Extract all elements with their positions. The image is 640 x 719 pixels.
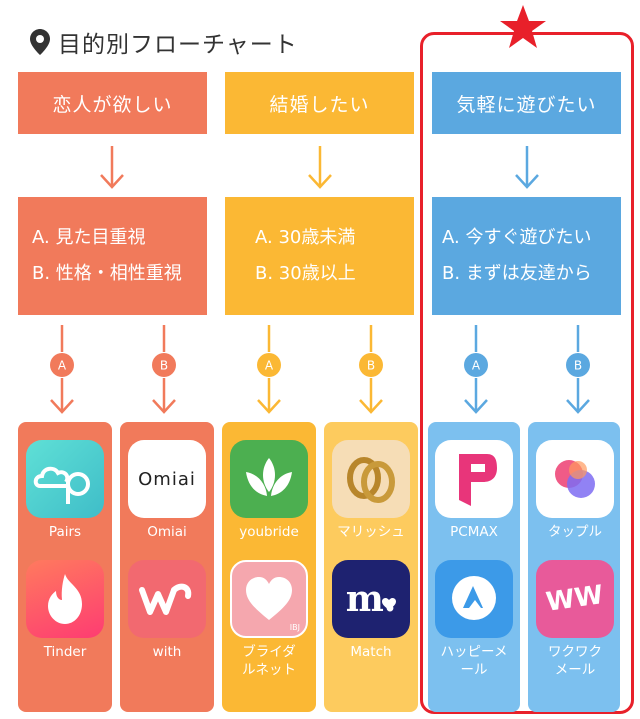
badge-a	[464, 353, 488, 377]
app-name: Omiai	[147, 524, 187, 540]
arrow-down-icon	[515, 146, 539, 189]
badge-b-label: B	[367, 359, 375, 373]
condition-a: A. 30歳未満	[255, 227, 356, 248]
arrow-down-icon	[308, 146, 332, 189]
app-with[interactable]: with	[128, 560, 206, 661]
match-icon: m.	[332, 560, 410, 638]
conditions-box-love: A. 見た目重視 B. 性格・相性重視	[18, 197, 207, 315]
happymail-icon	[435, 560, 513, 638]
arrow-down-icon	[100, 146, 124, 189]
condition-b: B. 30歳以上	[255, 263, 356, 284]
page-title-row: 目的別フローチャート	[30, 26, 298, 58]
app-name: ブライダ ルネット	[242, 644, 296, 678]
badge-a-label: A	[472, 359, 481, 373]
condition-b: B. まずは友達から	[442, 263, 592, 284]
bridalnet-logo-text: IBJ	[289, 623, 300, 632]
app-name: youbride	[239, 524, 299, 540]
wakuwaku-icon: WW	[536, 560, 614, 638]
app-name: ハッピーメ ール	[440, 644, 508, 678]
with-icon	[128, 560, 206, 638]
badge-b	[359, 353, 383, 377]
star-icon	[500, 5, 546, 48]
page-title: 目的別フローチャート	[58, 32, 298, 58]
youbride-icon	[230, 440, 308, 518]
app-match[interactable]: m. Match	[332, 560, 410, 661]
app-pcmax[interactable]: PCMAX	[435, 440, 513, 541]
branch-arrow-a-casual: A	[464, 325, 488, 414]
tinder-icon	[26, 560, 104, 638]
tapple-icon	[536, 440, 614, 518]
app-name: Pairs	[48, 524, 82, 540]
category-header-love[interactable]: 恋人が欲しい	[18, 72, 207, 134]
marrish-icon	[332, 440, 410, 518]
pairs-icon	[26, 440, 104, 518]
branch-arrow-a-love: A	[50, 325, 74, 414]
app-name: Match	[350, 644, 392, 660]
category-header-casual[interactable]: 気軽に遊びたい	[432, 72, 621, 134]
category-label: 気軽に遊びたい	[456, 93, 597, 116]
app-wakuwaku[interactable]: WW ワクワク メール	[536, 560, 614, 679]
app-marrish[interactable]: マリッシュ	[332, 440, 410, 541]
app-youbride[interactable]: youbride	[230, 440, 308, 541]
app-pairs[interactable]: Pairs	[26, 440, 104, 541]
badge-b-label: B	[160, 359, 168, 373]
app-tinder[interactable]: Tinder	[26, 560, 104, 661]
badge-b	[152, 353, 176, 377]
app-name: with	[152, 644, 182, 660]
badge-b	[566, 353, 590, 377]
condition-a: A. 見た目重視	[32, 227, 146, 248]
app-omiai[interactable]: Omiai Omiai	[128, 440, 206, 541]
pcmax-icon	[435, 440, 513, 518]
badge-a-label: A	[58, 359, 67, 373]
badge-a	[257, 353, 281, 377]
conditions-box-marriage: A. 30歳未満 B. 30歳以上	[225, 197, 414, 315]
app-name: ワクワク メール	[548, 644, 602, 678]
branch-arrow-a-marriage: A	[257, 325, 281, 414]
badge-a	[50, 353, 74, 377]
location-pin-icon	[30, 29, 50, 55]
condition-b: B. 性格・相性重視	[32, 263, 182, 284]
conditions-box-casual: A. 今すぐ遊びたい B. まずは友達から	[432, 197, 621, 315]
omiai-icon: Omiai	[128, 440, 206, 518]
condition-a: A. 今すぐ遊びたい	[442, 227, 592, 248]
category-header-marriage[interactable]: 結婚したい	[225, 72, 414, 134]
wakuwaku-logo-text: WW	[544, 580, 606, 618]
app-tapple[interactable]: タップル	[536, 440, 614, 541]
bridalnet-icon: IBJ	[230, 560, 308, 638]
app-name: マリッシュ	[337, 524, 405, 540]
app-name: タップル	[548, 524, 602, 540]
badge-b-label: B	[574, 359, 582, 373]
app-name: PCMAX	[450, 524, 498, 540]
branch-arrow-b-casual: B	[566, 325, 590, 414]
category-label: 恋人が欲しい	[52, 93, 173, 116]
omiai-logo-text: Omiai	[138, 468, 196, 490]
category-label: 結婚したい	[269, 93, 370, 116]
branch-arrow-b-marriage: B	[359, 325, 383, 414]
app-happymail[interactable]: ハッピーメ ール	[435, 560, 513, 679]
app-name: Tinder	[43, 644, 87, 660]
branch-arrow-b-love: B	[152, 325, 176, 414]
badge-a-label: A	[265, 359, 274, 373]
app-bridalnet[interactable]: IBJ ブライダ ルネット	[230, 560, 308, 679]
